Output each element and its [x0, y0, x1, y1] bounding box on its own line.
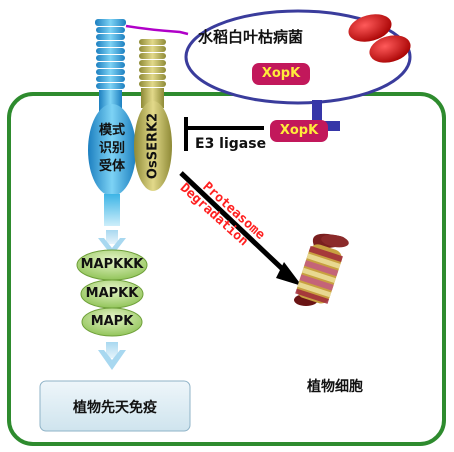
- cell-label: 植物细胞: [307, 379, 363, 395]
- proteasome-icon: [294, 233, 349, 306]
- immunity-box: [39, 380, 191, 432]
- coreceptor-label: OsSERK2: [145, 112, 161, 180]
- degradation-arrow: [179, 171, 294, 280]
- xopk-label-cell: XopK: [279, 123, 319, 138]
- bacterium-icon: [369, 35, 411, 63]
- signal-arrow-1: [98, 230, 126, 256]
- prr-label-line: 受体: [98, 159, 125, 174]
- inhibition-stem: [312, 100, 322, 124]
- prr-tail: [104, 194, 120, 226]
- mapk-label: MAPK: [90, 314, 134, 329]
- prr-label: 模式 识别 受体: [92, 122, 132, 176]
- xopk-badge-pathogen: [252, 63, 310, 85]
- signal-arrow-2: [98, 342, 126, 370]
- prr-label-line: 识别: [98, 141, 125, 156]
- xopk-badge-cell: [270, 120, 328, 142]
- xopk-label-pathogen: XopK: [261, 66, 301, 81]
- pathogen-name: 水稻白叶枯病菌: [198, 28, 304, 46]
- immunity-label: 植物先天免疫: [73, 400, 157, 416]
- bacterium-icon: [348, 14, 392, 42]
- degradation-arrowhead: [276, 262, 302, 286]
- e3-ligase-label: E3 ligase: [195, 136, 267, 152]
- prr-receptor-kinase: [88, 104, 136, 196]
- ligand-line: [125, 24, 189, 36]
- mapkk-label: MAPKK: [85, 286, 139, 301]
- serk2-receptor-kinase: [134, 101, 172, 191]
- prr-label-line: 模式: [98, 123, 125, 138]
- mapk-node: [81, 307, 143, 337]
- mapkkk-label: MAPKKK: [80, 257, 144, 272]
